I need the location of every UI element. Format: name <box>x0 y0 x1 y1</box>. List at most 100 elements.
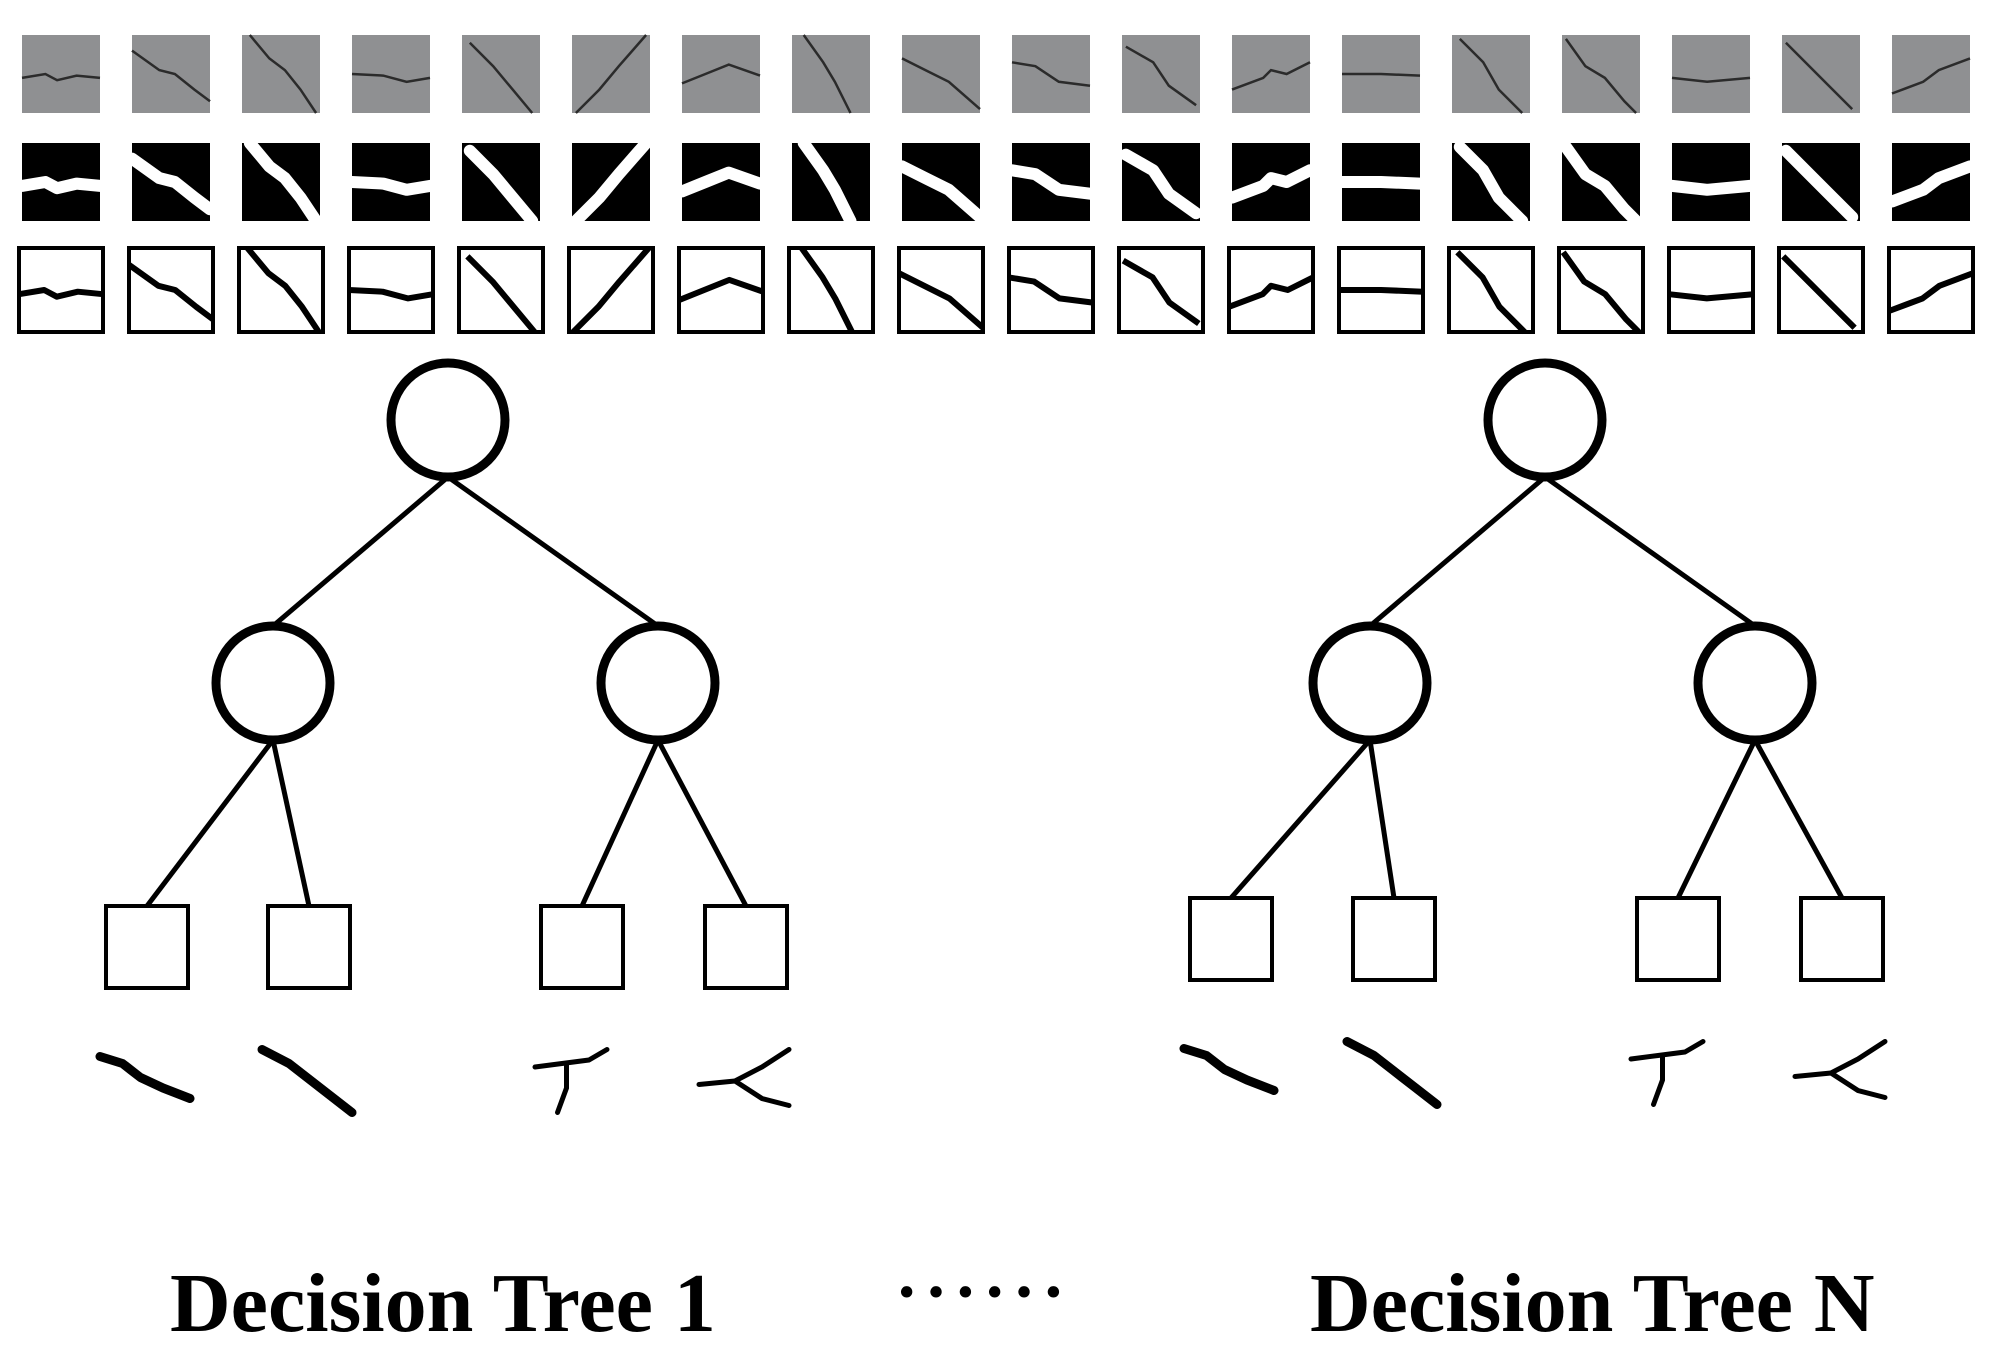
feature-stroke <box>896 160 986 224</box>
leaf-node <box>1351 896 1437 982</box>
pavement-patch-row <box>21 34 1971 114</box>
feature-stroke <box>1006 164 1096 200</box>
crack-line <box>575 34 648 114</box>
token-crack <box>1887 270 1975 314</box>
tree-edge <box>1543 474 1757 629</box>
feature-stroke <box>1336 176 1426 190</box>
crack-line <box>901 57 981 111</box>
crack-line <box>468 41 534 114</box>
feature-stroke <box>569 137 653 227</box>
crack-token <box>1007 246 1095 334</box>
tree-edge <box>1675 738 1758 900</box>
tree-edge <box>446 474 660 629</box>
crack-line <box>1231 61 1311 91</box>
tree-edge <box>655 738 749 908</box>
leaf-node <box>266 904 352 990</box>
pavement-patch <box>1672 35 1750 113</box>
token-crack <box>799 246 855 334</box>
feature-stroke <box>1779 144 1859 224</box>
feature-stroke <box>126 152 216 216</box>
split-node <box>1308 621 1432 745</box>
crack-line <box>1891 57 1971 95</box>
crack-line <box>248 34 318 114</box>
tree-edge <box>270 739 312 907</box>
leaf-node <box>539 904 625 990</box>
token-crack <box>1008 274 1094 306</box>
pavement-patch <box>682 35 760 113</box>
pavement-patch <box>22 35 100 113</box>
crack-line <box>1671 76 1751 84</box>
decision-tree-1 <box>95 358 792 1117</box>
feature-stroke <box>346 176 436 196</box>
token-crack <box>1455 250 1527 335</box>
token-crack <box>1121 257 1201 327</box>
leaf-crack-branch <box>732 1078 792 1108</box>
split-node <box>596 621 720 745</box>
token-crack <box>571 246 652 335</box>
token-crack <box>677 276 764 303</box>
tree-edge <box>271 475 450 628</box>
tree-edge <box>1229 738 1372 900</box>
crack-line <box>131 49 211 103</box>
pavement-patch <box>1562 35 1640 113</box>
token-crack <box>465 254 537 334</box>
ellipsis: ······ <box>895 1254 1072 1331</box>
leaf-crack-branch <box>1828 1070 1888 1100</box>
leaf-node <box>703 904 789 990</box>
token-crack <box>1781 254 1857 330</box>
leaf-crack-branch <box>555 1061 569 1115</box>
crack-line <box>802 34 852 114</box>
crack-line <box>681 63 761 85</box>
feature-stroke <box>1119 148 1203 220</box>
feature-stroke <box>243 137 323 227</box>
token-crack <box>1227 274 1315 310</box>
crack-line <box>1011 61 1091 87</box>
leaf-crack-branch <box>1651 1053 1665 1107</box>
tree-edge <box>1367 739 1397 899</box>
crack-line <box>1785 41 1854 110</box>
leaf-node <box>1799 896 1885 982</box>
crack-line <box>351 72 431 84</box>
crack-token <box>1667 246 1755 334</box>
leaf-crack-pattern <box>95 1052 195 1103</box>
feature-stroke <box>676 166 766 198</box>
pavement-patch <box>1892 35 1970 113</box>
crack-line <box>1125 45 1197 107</box>
feature-stroke <box>1559 140 1643 227</box>
leaf-node <box>1188 896 1274 982</box>
crack-line <box>21 72 101 82</box>
tree-edge <box>1368 475 1547 628</box>
leaf-crack-pattern <box>257 1045 357 1117</box>
pavement-patch <box>902 35 980 113</box>
feature-stroke <box>1666 179 1756 196</box>
tree-edge <box>579 738 661 908</box>
leaf-crack-pattern <box>696 1047 792 1087</box>
feature-stroke <box>797 137 857 227</box>
feature-map-row <box>16 137 1976 227</box>
root-node <box>386 358 510 482</box>
feature-stroke <box>16 176 106 195</box>
leaf-crack-pattern <box>532 1047 610 1070</box>
pavement-patch <box>1012 35 1090 113</box>
token-crack <box>348 287 434 302</box>
tree-edge <box>145 738 275 908</box>
crack-token-row <box>17 246 1975 335</box>
token-crack <box>245 246 322 334</box>
crack-token <box>127 246 215 334</box>
token-crack <box>127 262 215 322</box>
tree-n-caption: Decision Tree N <box>1310 1257 1875 1350</box>
leaf-crack-pattern <box>1628 1039 1706 1062</box>
feature-stroke <box>1453 140 1529 227</box>
token-crack <box>1668 291 1754 302</box>
decision-tree-n <box>1179 358 1888 1109</box>
pavement-patch <box>1232 35 1310 113</box>
leaf-node <box>1635 896 1721 982</box>
crack-line <box>1458 38 1524 114</box>
leaf-crack-pattern <box>1792 1039 1888 1079</box>
leaf-node <box>104 904 190 990</box>
tree-edge <box>1752 738 1845 900</box>
token-crack <box>1339 287 1424 295</box>
leaf-crack-pattern <box>1342 1037 1442 1109</box>
feature-stroke <box>1886 160 1976 208</box>
